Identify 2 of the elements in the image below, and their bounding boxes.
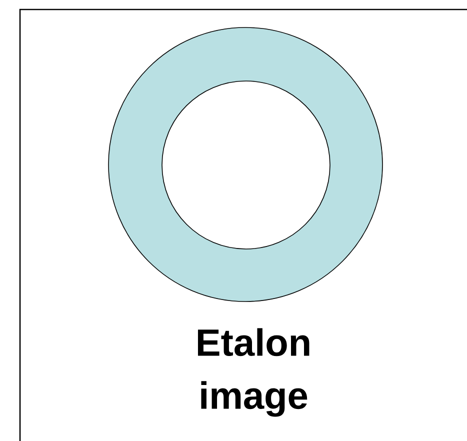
node-label: Etalon image <box>198 328 310 417</box>
ring <box>108 27 383 302</box>
